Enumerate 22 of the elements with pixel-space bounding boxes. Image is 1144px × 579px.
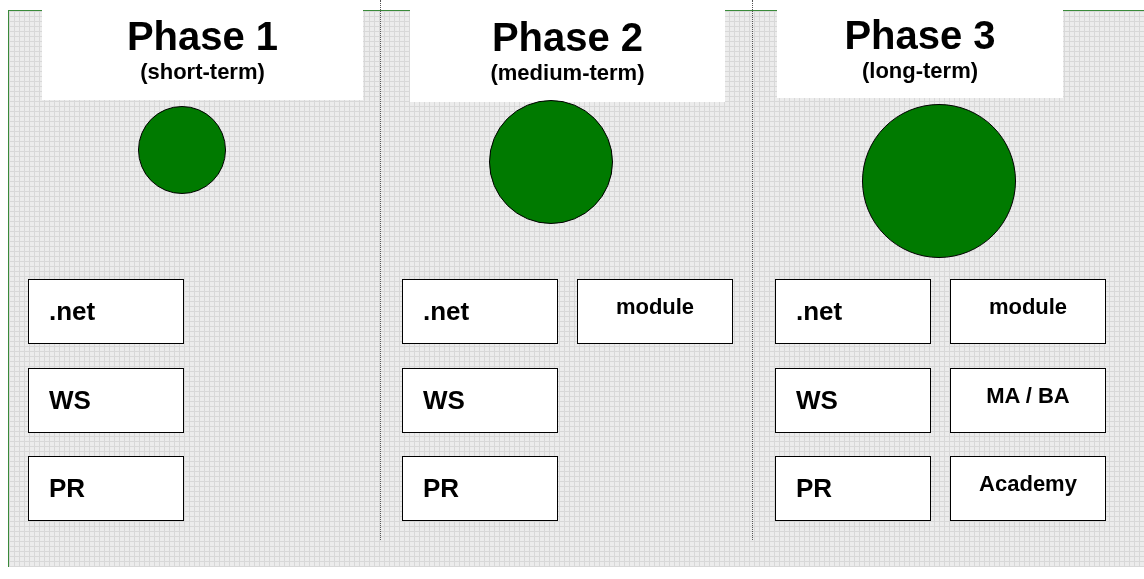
label-box: WS (28, 368, 184, 433)
phase-term: (long-term) (861, 57, 979, 85)
phase-term: (short-term) (140, 58, 265, 86)
label-box: MA / BA (950, 368, 1106, 433)
phase-title: Phase 1 (126, 14, 279, 58)
phase-title: Phase 2 (491, 15, 644, 59)
label-box: Academy (950, 456, 1106, 521)
label-box: PR (28, 456, 184, 521)
label-box: module (577, 279, 733, 344)
circle (862, 104, 1016, 258)
label-box: .net (402, 279, 558, 344)
label-box: WS (775, 368, 931, 433)
label-box: module (950, 279, 1106, 344)
circle (489, 100, 613, 224)
label-box: PR (402, 456, 558, 521)
phase-term: (medium-term) (490, 59, 645, 87)
phase-title: Phase 3 (844, 13, 996, 57)
label-box: .net (775, 279, 931, 344)
label-box: .net (28, 279, 184, 344)
label-box: PR (775, 456, 931, 521)
circle (138, 106, 226, 194)
label-box: WS (402, 368, 558, 433)
